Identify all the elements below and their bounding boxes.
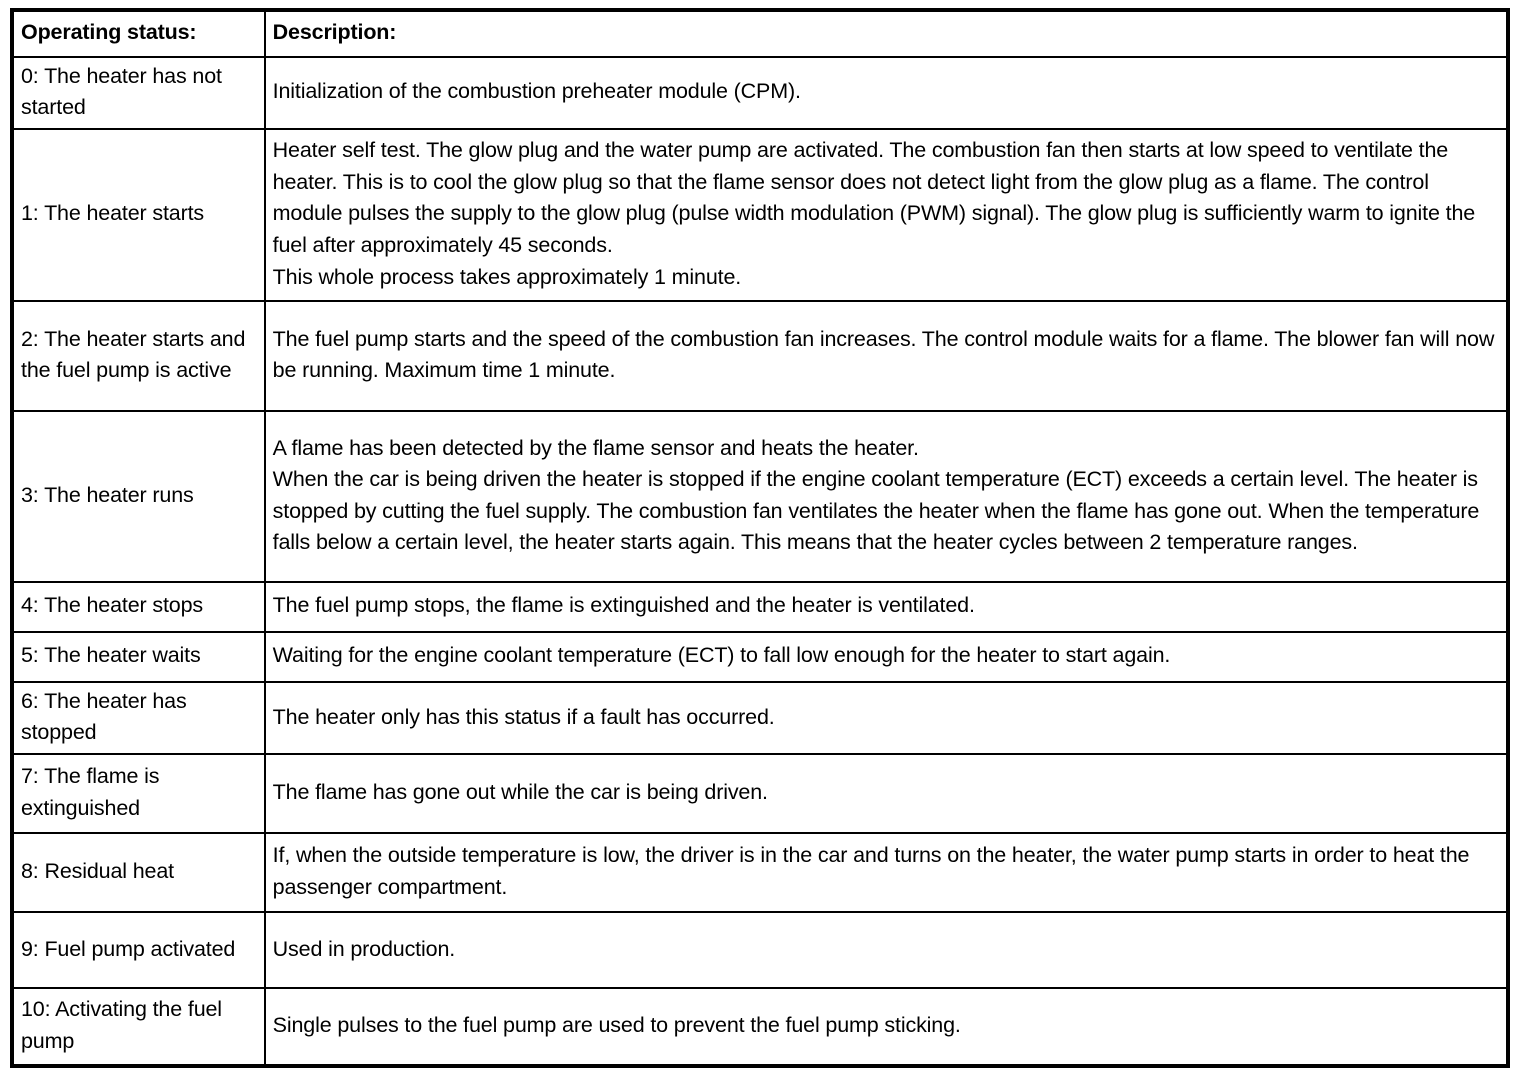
status-cell: 0: The heater has not started [11,55,266,130]
table-row: 3: The heater runs A flame has been dete… [11,409,1510,583]
status-cell: 10: Activating the fuel pump [11,986,266,1067]
table-header: Operating status: Description: [11,9,1510,58]
description-cell: Used in production. [263,910,1510,989]
table-row: 9: Fuel pump activated Used in productio… [11,910,1510,989]
column-header-operating-status: Operating status: [11,9,266,58]
description-cell: The flame has gone out while the car is … [263,752,1510,834]
document-page: Operating status: Description: 0: The he… [10,8,1510,1068]
status-cell: 6: The heater has stopped [11,680,266,755]
status-cell: 9: Fuel pump activated [11,910,266,989]
column-header-description: Description: [263,9,1510,58]
table-body: 0: The heater has not started Initializa… [11,55,1510,1067]
table-row: 2: The heater starts and the fuel pump i… [11,299,1510,412]
description-cell: Initialization of the combustion preheat… [263,55,1510,130]
table-row: 7: The flame is extinguished The flame h… [11,752,1510,834]
status-cell: 5: The heater waits [11,630,266,683]
description-cell: If, when the outside temperature is low,… [263,831,1510,913]
description-cell: Waiting for the engine coolant temperatu… [263,630,1510,683]
operating-status-table: Operating status: Description: 0: The he… [10,8,1510,1068]
table-row: 6: The heater has stopped The heater onl… [11,680,1510,755]
table-row: 4: The heater stops The fuel pump stops,… [11,580,1510,633]
description-cell: Heater self test. The glow plug and the … [263,127,1510,302]
description-cell: Single pulses to the fuel pump are used … [263,986,1510,1067]
table-row: 8: Residual heat If, when the outside te… [11,831,1510,913]
table-row: 5: The heater waits Waiting for the engi… [11,630,1510,683]
status-cell: 8: Residual heat [11,831,266,913]
table-row: 1: The heater starts Heater self test. T… [11,127,1510,302]
description-cell: A flame has been detected by the flame s… [263,409,1510,583]
table-row: 10: Activating the fuel pump Single puls… [11,986,1510,1067]
status-cell: 1: The heater starts [11,127,266,302]
status-cell: 3: The heater runs [11,409,266,583]
status-cell: 2: The heater starts and the fuel pump i… [11,299,266,412]
table-row: 0: The heater has not started Initializa… [11,55,1510,130]
description-cell: The fuel pump stops, the flame is exting… [263,580,1510,633]
description-cell: The heater only has this status if a fau… [263,680,1510,755]
description-cell: The fuel pump starts and the speed of th… [263,299,1510,412]
status-cell: 7: The flame is extinguished [11,752,266,834]
status-cell: 4: The heater stops [11,580,266,633]
table-header-row: Operating status: Description: [11,9,1510,58]
